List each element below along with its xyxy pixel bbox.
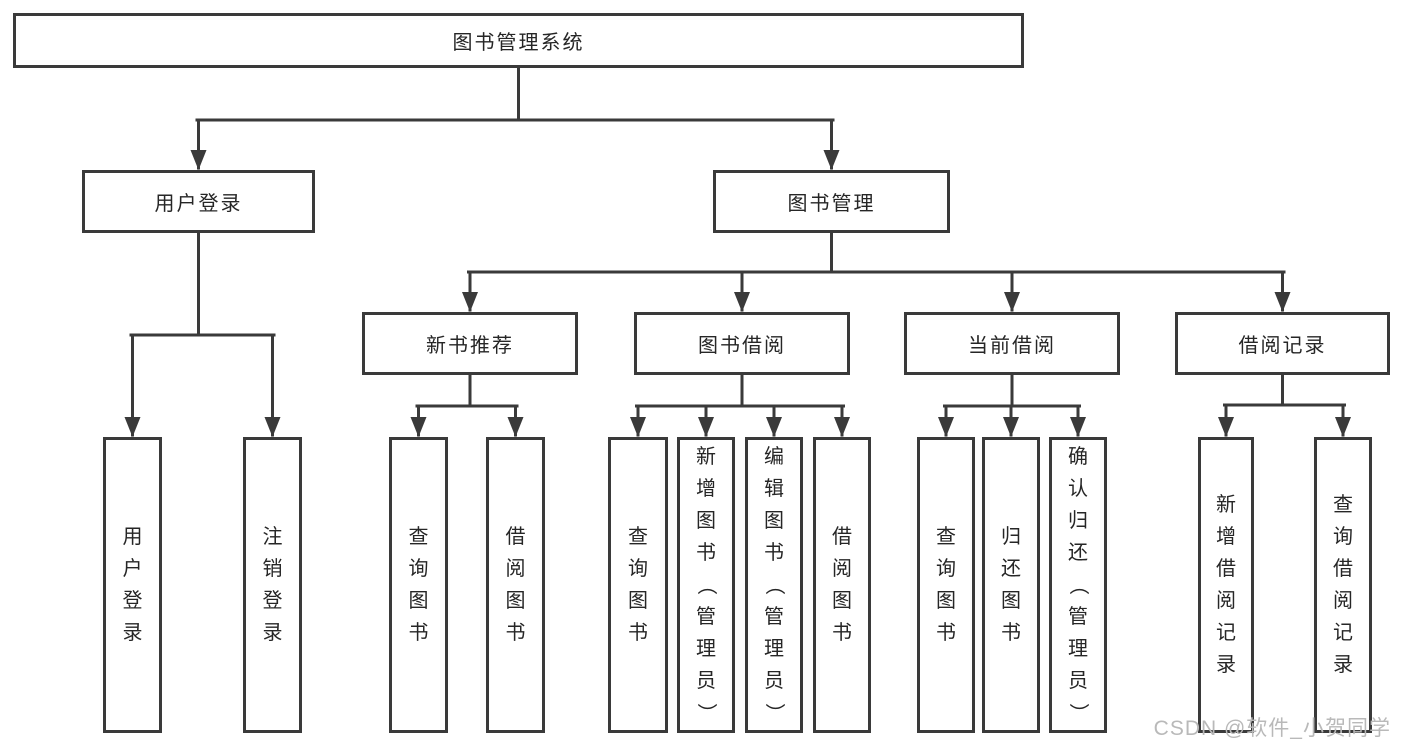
node-label-new-book-rec: 新书推荐	[426, 335, 514, 357]
node-label-leaf-newrec-query: 查询图书	[408, 526, 429, 644]
node-leaf-record-add: 新增借阅记录	[1198, 437, 1254, 733]
node-book-mgmt: 图书管理	[713, 170, 950, 233]
node-leaf-record-query: 查询借阅记录	[1314, 437, 1372, 733]
node-label-book-mgmt: 图书管理	[787, 193, 876, 215]
node-leaf-borrow-add: 新增图书（管理员）	[677, 437, 735, 733]
node-user-login: 用户登录	[82, 170, 315, 233]
node-leaf-borrow-query: 查询图书	[608, 437, 668, 733]
node-leaf-current-query: 查询图书	[917, 437, 975, 733]
node-label-user-login: 用户登录	[154, 193, 243, 215]
node-new-book-rec: 新书推荐	[362, 312, 578, 375]
node-label-current-borrow: 当前借阅	[968, 335, 1056, 357]
node-leaf-borrow-edit: 编辑图书（管理员）	[745, 437, 803, 733]
node-label-borrow-record: 借阅记录	[1238, 335, 1327, 357]
node-label-leaf-borrow-edit: 编辑图书（管理员）	[763, 446, 785, 723]
watermark: CSDN @软件_小贺同学	[1153, 717, 1391, 740]
node-leaf-newrec-query: 查询图书	[389, 437, 448, 733]
node-label-leaf-logout: 注销登录	[262, 526, 283, 644]
node-leaf-newrec-borrow: 借阅图书	[486, 437, 545, 733]
node-label-leaf-borrow-query: 查询图书	[628, 526, 648, 644]
node-leaf-current-confirm: 确认归还（管理员）	[1049, 437, 1107, 733]
node-label-leaf-borrow-borrow: 借阅图书	[832, 526, 852, 644]
node-current-borrow: 当前借阅	[904, 312, 1120, 375]
node-root: 图书管理系统	[13, 13, 1024, 68]
node-label-leaf-current-query: 查询图书	[936, 526, 956, 644]
node-leaf-current-return: 归还图书	[982, 437, 1040, 733]
node-borrow-record: 借阅记录	[1175, 312, 1390, 375]
node-leaf-logout: 注销登录	[243, 437, 302, 733]
node-label-root: 图书管理系统	[452, 32, 585, 54]
node-label-leaf-record-add: 新增借阅记录	[1216, 494, 1236, 676]
node-book-borrow: 图书借阅	[634, 312, 850, 375]
node-label-leaf-record-query: 查询借阅记录	[1333, 494, 1353, 676]
node-label-leaf-user-login: 用户登录	[122, 526, 143, 644]
node-label-leaf-borrow-add: 新增图书（管理员）	[695, 446, 717, 723]
node-label-leaf-current-return: 归还图书	[1001, 526, 1021, 644]
node-leaf-borrow-borrow: 借阅图书	[813, 437, 871, 733]
node-leaf-user-login: 用户登录	[103, 437, 162, 733]
node-label-leaf-newrec-borrow: 借阅图书	[505, 526, 526, 644]
node-label-leaf-current-confirm: 确认归还（管理员）	[1067, 446, 1089, 723]
node-label-book-borrow: 图书借阅	[698, 335, 786, 357]
